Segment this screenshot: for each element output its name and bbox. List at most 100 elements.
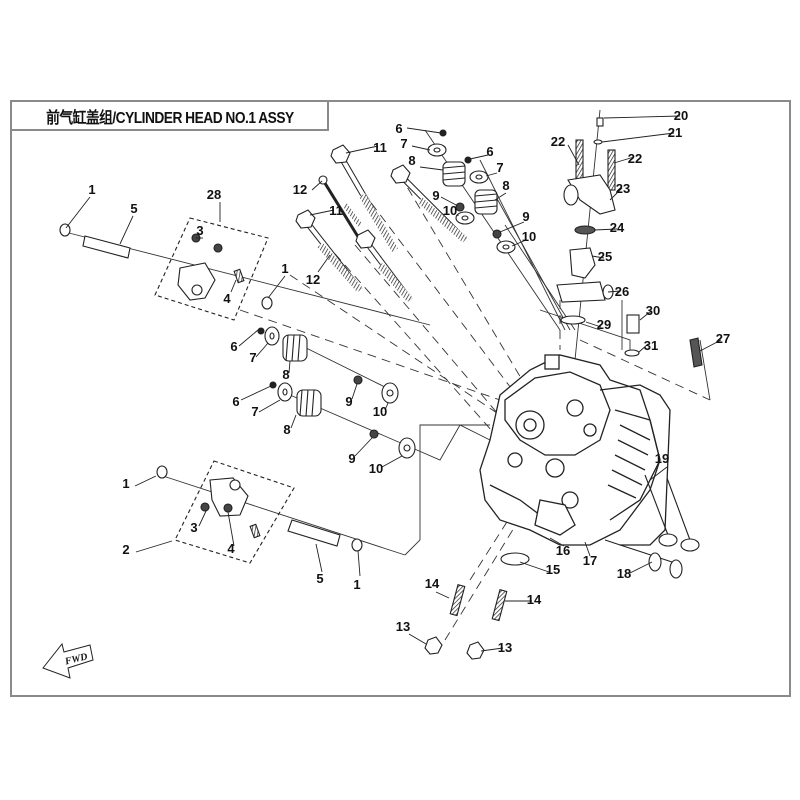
callout-number: 5 [130, 201, 137, 216]
leader-line [419, 166, 444, 171]
leader-line [440, 196, 459, 207]
leader-line [629, 561, 653, 574]
bolt-11-upper-left [330, 144, 399, 252]
callout-8-valve-spring: 8 [408, 153, 444, 171]
leader-line [227, 511, 235, 547]
leader-line [639, 310, 652, 321]
cylinder-head [479, 354, 671, 546]
callout-number: 9 [522, 209, 529, 224]
callout-22-bolt: 22 [551, 134, 580, 166]
leader-line [494, 192, 507, 201]
bolt-11-lower-left [295, 209, 363, 293]
callout-11-bolt: 11 [309, 203, 343, 218]
leader-line [357, 550, 361, 577]
leader-line [549, 537, 565, 547]
bolt-12-thin [318, 175, 362, 241]
leader-line [238, 329, 259, 347]
leader-line [317, 254, 331, 273]
leader-line [240, 385, 272, 401]
leader-line [288, 360, 291, 374]
callout-number: 30 [646, 303, 660, 318]
callout-15-gasket: 15 [519, 561, 560, 577]
callout-number: 29 [597, 317, 611, 332]
callout-number: 4 [223, 291, 231, 306]
callout-10-spring-seat: 10 [373, 402, 389, 419]
callout-28-rocker-arm-assy: 28 [207, 187, 221, 222]
callout-27-temperature-sensor: 27 [699, 331, 730, 352]
leader-line [480, 647, 504, 652]
callout-29-o-ring: 29 [585, 317, 611, 332]
leader-line [601, 132, 675, 143]
callout-26-thermostat-housing: 26 [607, 284, 629, 299]
leader-line [65, 196, 91, 229]
callout-30-plug: 30 [639, 303, 660, 321]
callout-number: 28 [207, 187, 221, 202]
callout-25-thermostat: 25 [591, 249, 612, 264]
leader-line [649, 466, 668, 481]
leader-line [384, 402, 389, 411]
callout-9-valve-stem-seal: 9 [345, 383, 358, 409]
leader-line [309, 209, 335, 216]
callout-number: 13 [498, 640, 512, 655]
callout-number: 18 [617, 566, 631, 581]
leader-line [255, 342, 269, 358]
leader-line [267, 275, 286, 299]
callout-number: 25 [598, 249, 612, 264]
leader-line [603, 115, 681, 119]
callout-number: 22 [628, 151, 642, 166]
callout-number: 23 [616, 181, 630, 196]
leader-line [567, 144, 580, 166]
callout-9-valve-stem-seal: 9 [499, 209, 530, 233]
callout-number: 6 [486, 144, 493, 159]
leader-line [311, 180, 323, 191]
callout-number: 14 [425, 576, 440, 591]
callout-2-rocker-arm-assy: 2 [122, 540, 173, 557]
callout-number: 19 [655, 451, 669, 466]
callout-1-washer: 1 [353, 550, 361, 592]
leader-line [511, 239, 527, 247]
callout-number: 7 [249, 350, 256, 365]
callout-8-valve-spring: 8 [283, 414, 297, 437]
callout-number: 10 [369, 461, 383, 476]
leader-line [406, 127, 442, 134]
leader-line [408, 633, 427, 645]
valves [424, 474, 700, 660]
leader-line [519, 561, 550, 573]
callout-6-valve-cotter: 6 [469, 144, 494, 160]
leader-line [135, 540, 173, 553]
callout-4-adjusting-screw: 4 [223, 279, 237, 306]
callout-number: 16 [556, 543, 570, 558]
callout-24-gasket: 24 [593, 220, 625, 235]
callout-3-nut: 3 [196, 223, 204, 239]
leader-line [315, 543, 323, 573]
callout-22-bolt: 22 [613, 151, 642, 166]
callout-9-valve-stem-seal: 9 [432, 188, 459, 207]
callout-number: 9 [348, 451, 355, 466]
callout-12-stud-bolt: 12 [306, 254, 331, 287]
callout-number: 14 [527, 592, 542, 607]
callout-6-valve-cotter: 6 [232, 385, 272, 409]
valve-spring-sets [257, 129, 516, 459]
leader-line [499, 221, 525, 233]
leader-line [230, 279, 237, 293]
callout-17-gasket: 17 [583, 541, 597, 568]
callout-number: 1 [122, 476, 129, 491]
callout-number: 6 [230, 339, 237, 354]
callout-number: 12 [293, 182, 307, 197]
callout-21-washer: 21 [601, 125, 682, 143]
callout-number: 20 [674, 108, 688, 123]
callout-number: 15 [546, 562, 560, 577]
callout-10-spring-seat: 10 [511, 229, 536, 247]
callout-number: 10 [522, 229, 536, 244]
title-box: 前气缸盖组/CYLINDER HEAD NO.1 ASSY [10, 100, 329, 131]
callout-13-nut: 13 [396, 619, 427, 645]
leader-line [591, 255, 605, 259]
callout-number: 9 [345, 394, 352, 409]
callout-11-bolt: 11 [345, 140, 387, 155]
callout-7-spring-retainer: 7 [485, 160, 504, 177]
callout-1-washer: 1 [122, 475, 157, 491]
leader-line [485, 172, 498, 177]
leader-line [354, 437, 373, 457]
callout-3-nut: 3 [190, 510, 207, 535]
